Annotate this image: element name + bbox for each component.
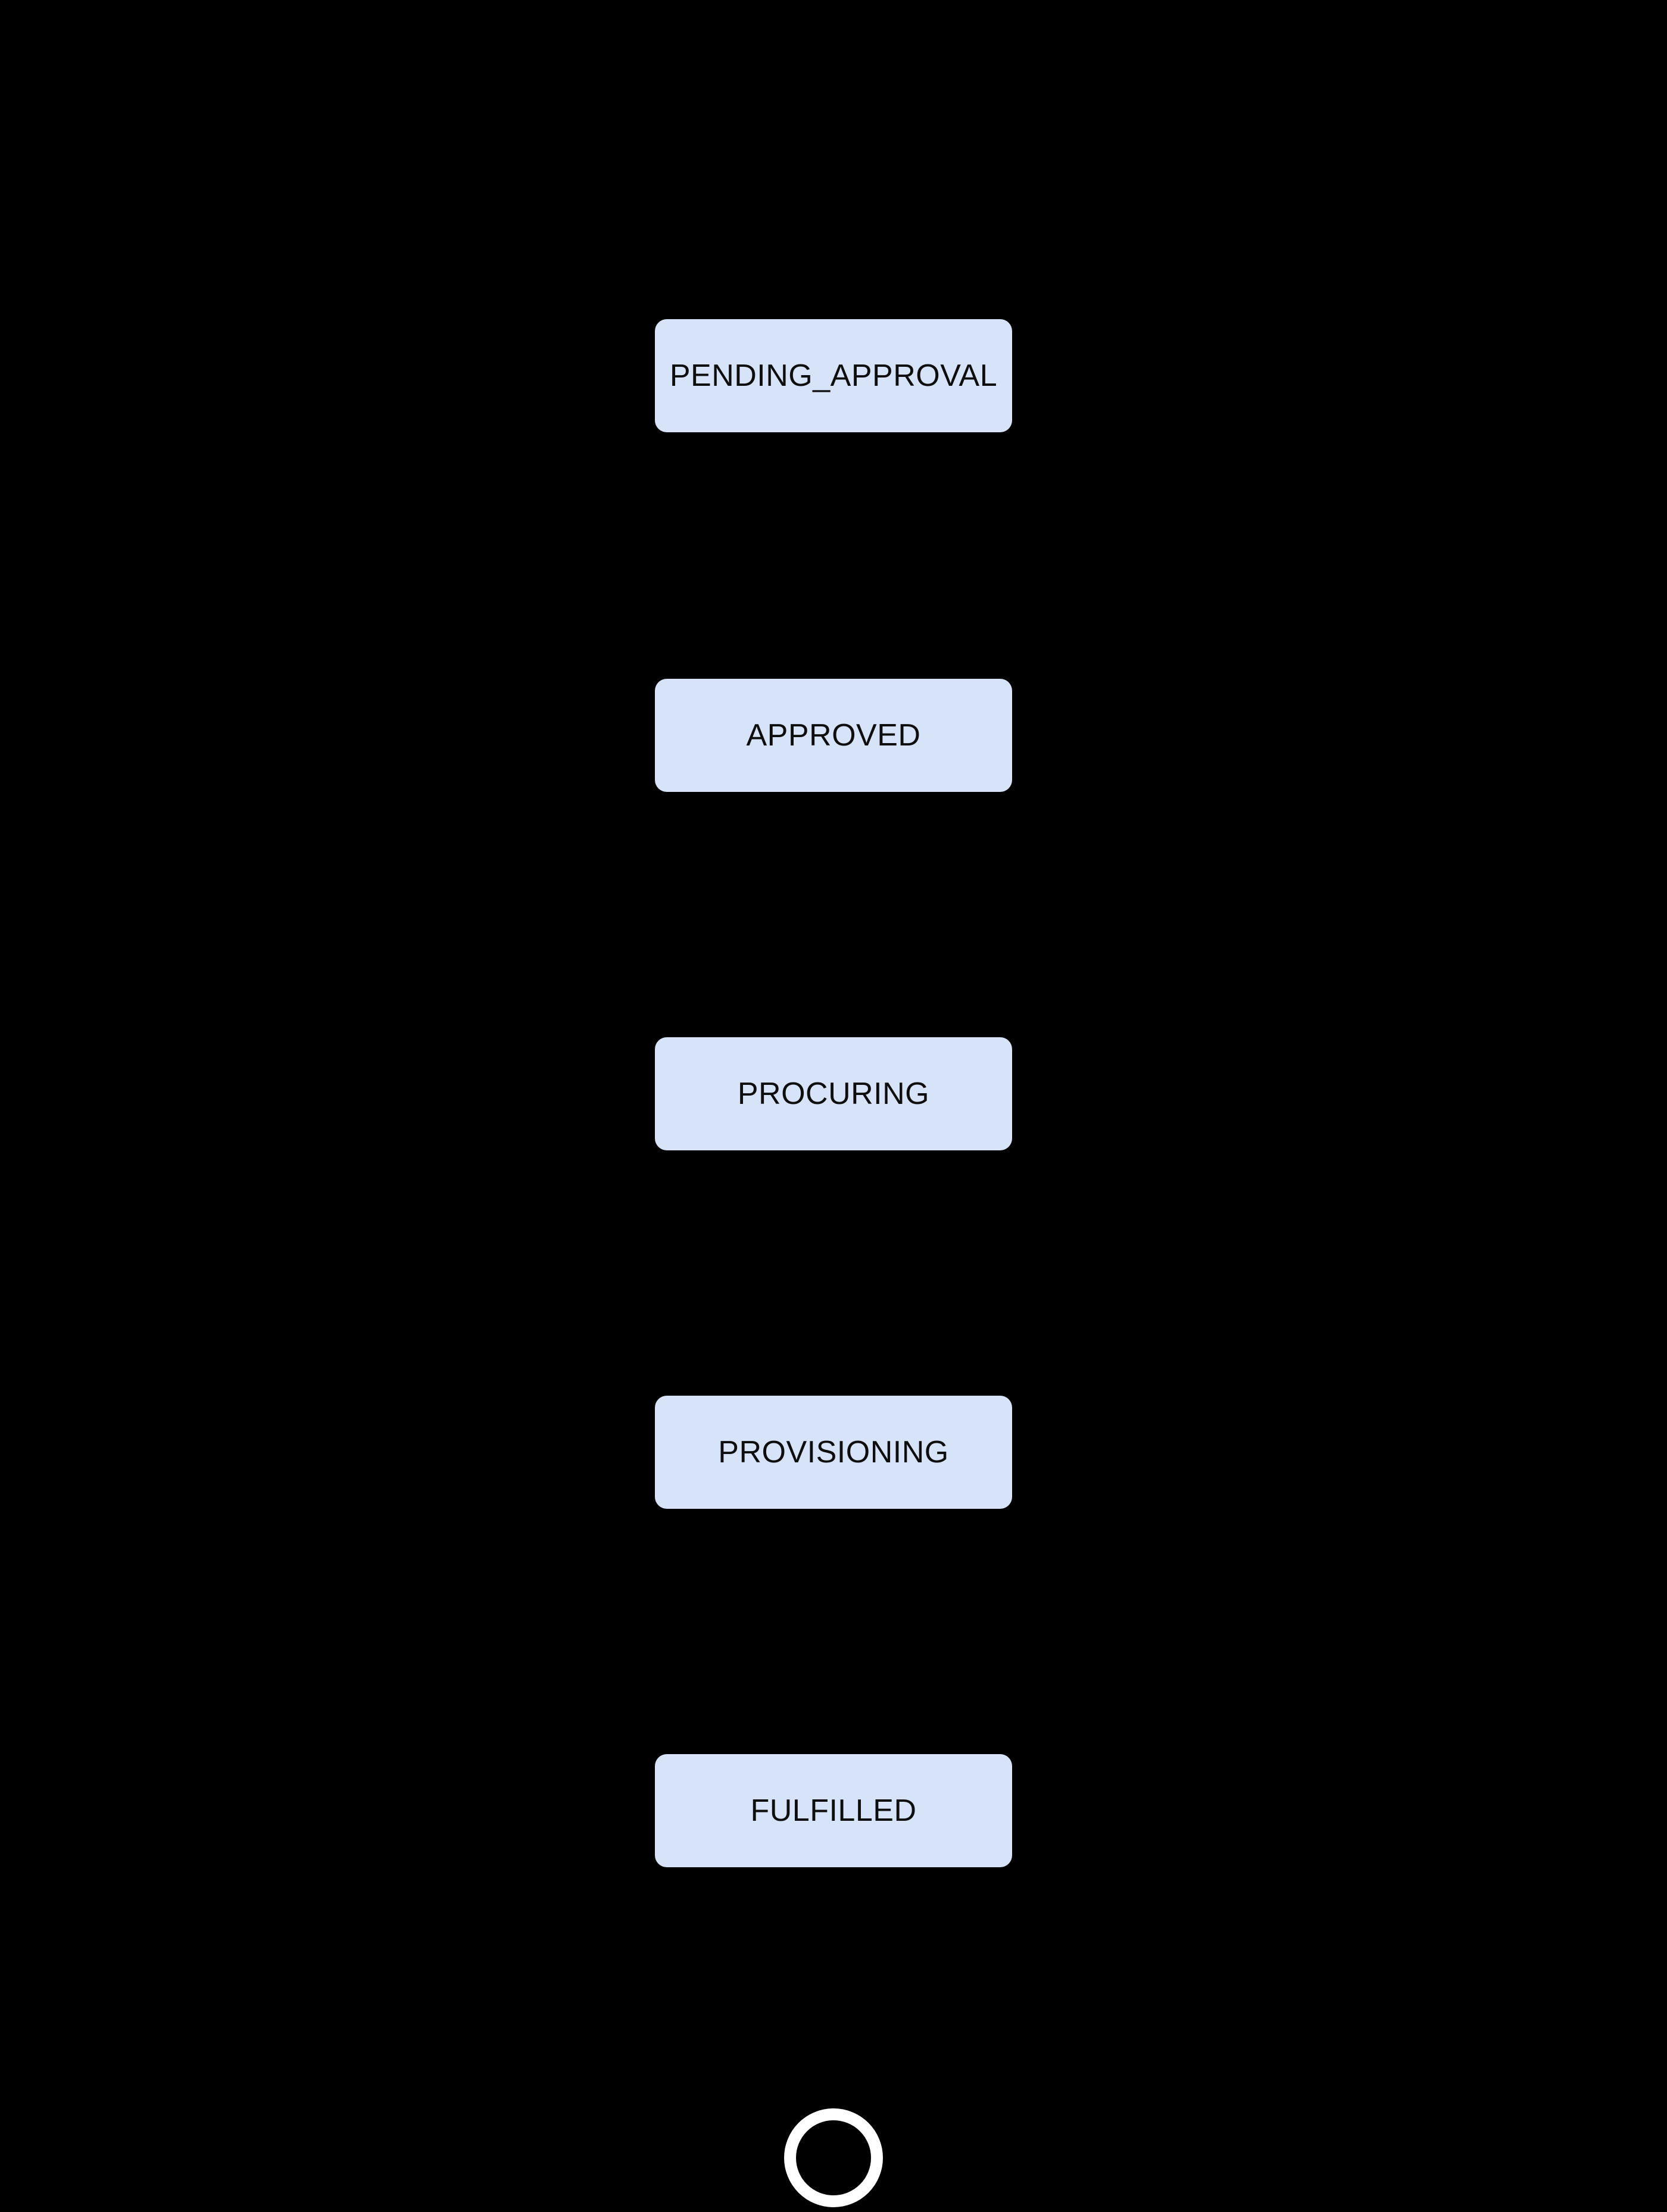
- state-node-label: APPROVED: [746, 718, 921, 753]
- final-state-icon: [784, 2108, 883, 2207]
- state-node-procuring: PROCURING: [655, 1037, 1012, 1150]
- state-node-label: PROVISIONING: [718, 1435, 949, 1470]
- state-node-fulfilled: FULFILLED: [655, 1754, 1012, 1867]
- state-node-approved: APPROVED: [655, 679, 1012, 792]
- state-node-label: PENDING_APPROVAL: [669, 358, 998, 393]
- state-node-pending-approval: PENDING_APPROVAL: [655, 319, 1012, 432]
- state-node-label: FULFILLED: [750, 1793, 917, 1828]
- state-node-label: PROCURING: [737, 1077, 930, 1111]
- state-node-provisioning: PROVISIONING: [655, 1396, 1012, 1509]
